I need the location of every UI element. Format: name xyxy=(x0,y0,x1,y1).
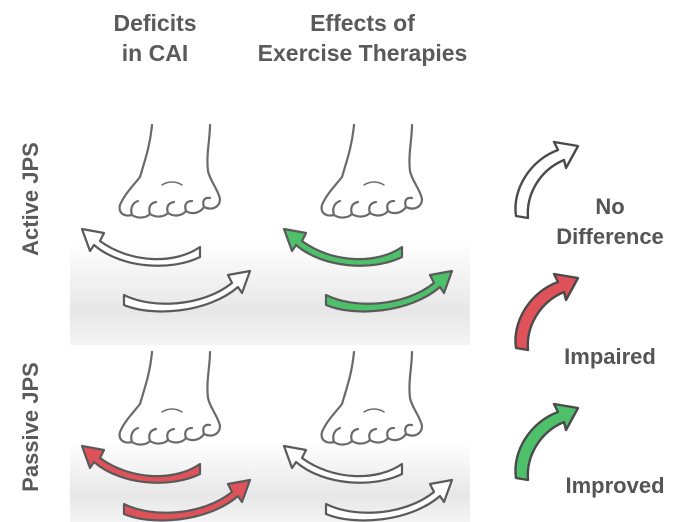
cell-active-exercise xyxy=(280,125,470,310)
cell-passive-exercise xyxy=(280,352,470,522)
legend-label-impaired: Impaired xyxy=(545,342,675,372)
foot-icon xyxy=(120,352,220,445)
column-header-deficits: Deficits in CAI xyxy=(95,8,215,68)
legend-line: Difference xyxy=(545,222,675,252)
curved-arrow-icon xyxy=(124,480,250,520)
column-header-exercise-effects: Effects of Exercise Therapies xyxy=(240,8,485,68)
column-header-line: Deficits xyxy=(95,8,215,38)
curved-arrow-icon xyxy=(326,480,452,520)
legend-line: Impaired xyxy=(545,342,675,372)
curved-arrow-icon xyxy=(515,274,578,350)
legend-label-improved: Improved xyxy=(550,471,678,501)
row-header-passive-jps: Passive JPS xyxy=(18,359,44,495)
foot-icon xyxy=(322,352,422,445)
cell-passive-deficits xyxy=(78,352,268,522)
foot-icon xyxy=(120,125,220,218)
row-header-active-jps: Active JPS xyxy=(18,139,44,259)
cell-active-deficits xyxy=(78,125,268,310)
curved-arrow-icon xyxy=(326,271,452,311)
curved-arrow-icon xyxy=(515,404,578,480)
legend-label-no-difference: No Difference xyxy=(545,192,675,252)
curved-arrow-icon xyxy=(284,446,402,483)
legend-line: No xyxy=(545,192,675,222)
legend-line: Improved xyxy=(550,471,678,501)
column-header-line: in CAI xyxy=(95,38,215,68)
curved-arrow-icon xyxy=(82,446,200,483)
curved-arrow-icon xyxy=(124,271,250,311)
curved-arrow-icon xyxy=(284,229,402,266)
curved-arrow-icon xyxy=(82,229,200,266)
foot-icon xyxy=(322,125,422,218)
column-header-line: Exercise Therapies xyxy=(240,38,485,68)
column-header-line: Effects of xyxy=(240,8,485,38)
